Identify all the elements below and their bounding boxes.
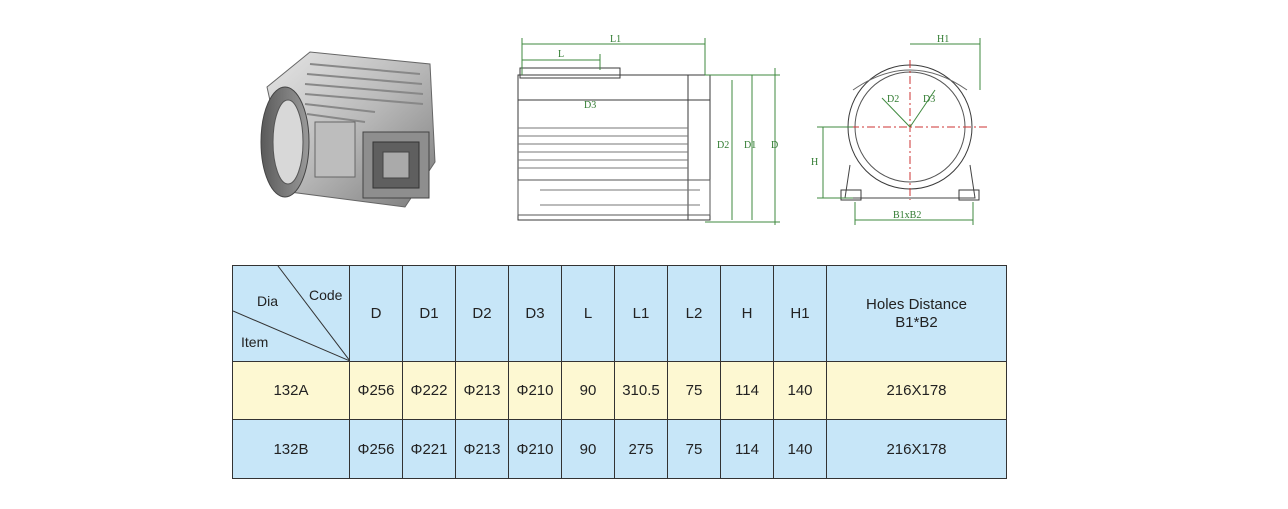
table-row: 132A Φ256 Φ222 Φ213 Φ210 90 310.5 75 114…: [232, 361, 1007, 420]
cell-d3: Φ210: [508, 419, 562, 479]
cell-d: Φ256: [349, 419, 403, 479]
cell-d1: Φ221: [402, 419, 456, 479]
row-item: 132B: [232, 419, 350, 479]
dim-h-label: H: [811, 157, 818, 168]
cell-d2: Φ213: [455, 361, 509, 420]
dim-l-label: L: [558, 49, 564, 60]
side-d2-label: D2: [887, 94, 899, 105]
dim-l1-label: L1: [610, 34, 621, 45]
header-d: D: [349, 265, 403, 362]
cell-h: 114: [720, 419, 774, 479]
header-d3: D3: [508, 265, 562, 362]
header-l: L: [561, 265, 615, 362]
side-d3-label: D3: [923, 94, 935, 105]
header-d2: D2: [455, 265, 509, 362]
corner-cell: Dia Code Item: [232, 265, 350, 362]
cell-l1: 275: [614, 419, 668, 479]
cell-holes: 216X178: [826, 419, 1007, 479]
table-row: 132B Φ256 Φ221 Φ213 Φ210 90 275 75 114 1…: [232, 419, 1007, 479]
cell-l2: 75: [667, 361, 721, 420]
header-h1: H1: [773, 265, 827, 362]
holes-header-line2: B1*B2: [895, 313, 938, 331]
table-header-row: Dia Code Item D D1 D2 D3 L L1 L2 H H1 Ho…: [232, 265, 1007, 362]
side-view-drawing: H1 D2 D3 H B1xB2: [811, 34, 990, 225]
holes-header-line1: Holes Distance: [866, 295, 967, 313]
row-item: 132A: [232, 361, 350, 420]
motor-housing-3d-image: [260, 51, 436, 208]
cell-l1: 310.5: [614, 361, 668, 420]
dim-d2-label: D2: [717, 140, 729, 151]
header-h: H: [720, 265, 774, 362]
dim-d-label: D: [771, 140, 778, 151]
cell-l: 90: [561, 361, 615, 420]
cell-l: 90: [561, 419, 615, 479]
dim-d3-label: D3: [584, 100, 596, 111]
corner-dia-label: Dia: [257, 293, 279, 309]
cell-h1: 140: [773, 419, 827, 479]
cell-d1: Φ222: [402, 361, 456, 420]
dim-d1-label: D1: [744, 140, 756, 151]
cell-h1: 140: [773, 361, 827, 420]
cell-d: Φ256: [349, 361, 403, 420]
corner-code-label: Code: [309, 287, 343, 303]
corner-item-label: Item: [241, 334, 269, 350]
header-holes-distance: Holes Distance B1*B2: [826, 265, 1007, 362]
dim-h1-label: H1: [937, 34, 949, 45]
header-l2: L2: [667, 265, 721, 362]
cell-holes: 216X178: [826, 361, 1007, 420]
cell-d2: Φ213: [455, 419, 509, 479]
dim-b1xb2-label: B1xB2: [893, 210, 921, 221]
cell-d3: Φ210: [508, 361, 562, 420]
spec-table: Dia Code Item D D1 D2 D3 L L1 L2 H H1 Ho…: [232, 265, 1007, 479]
cell-l2: 75: [667, 419, 721, 479]
cell-h: 114: [720, 361, 774, 420]
header-d1: D1: [402, 265, 456, 362]
front-view-drawing: L1 L D3 D2 D1 D: [517, 34, 780, 225]
header-l1: L1: [614, 265, 668, 362]
